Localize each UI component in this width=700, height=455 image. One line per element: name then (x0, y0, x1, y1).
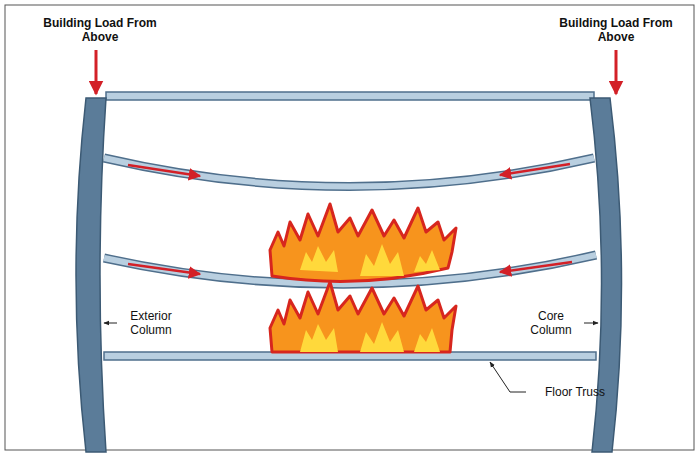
force-arrow (500, 164, 570, 175)
frame (5, 5, 694, 450)
floor-slab (106, 92, 594, 100)
leader-line (584, 323, 598, 324)
flame-core (414, 250, 440, 272)
part-label: Floor Truss (530, 385, 620, 399)
flame-core (414, 328, 440, 352)
leader-line (104, 323, 117, 324)
part-label: Core Column (520, 309, 582, 337)
flame (270, 204, 456, 281)
leader-line (490, 362, 526, 392)
fire (270, 282, 456, 352)
fire (270, 204, 456, 281)
load-label: Building Load From Above (40, 16, 160, 44)
flame-core (360, 244, 404, 276)
load-arrow (95, 50, 98, 94)
part-label: Exterior Column (119, 309, 183, 337)
sagging-truss (104, 158, 594, 187)
load-label: Building Load From Above (556, 16, 676, 44)
load-arrow (615, 50, 618, 94)
force-arrow (500, 262, 572, 272)
flame-core (300, 246, 338, 272)
flame-core (360, 322, 404, 352)
flame (270, 282, 456, 352)
flame-core (300, 324, 338, 352)
force-arrow (128, 264, 200, 274)
force-arrow (128, 165, 200, 176)
exterior-column (76, 98, 106, 452)
sagging-truss-face (104, 158, 594, 187)
